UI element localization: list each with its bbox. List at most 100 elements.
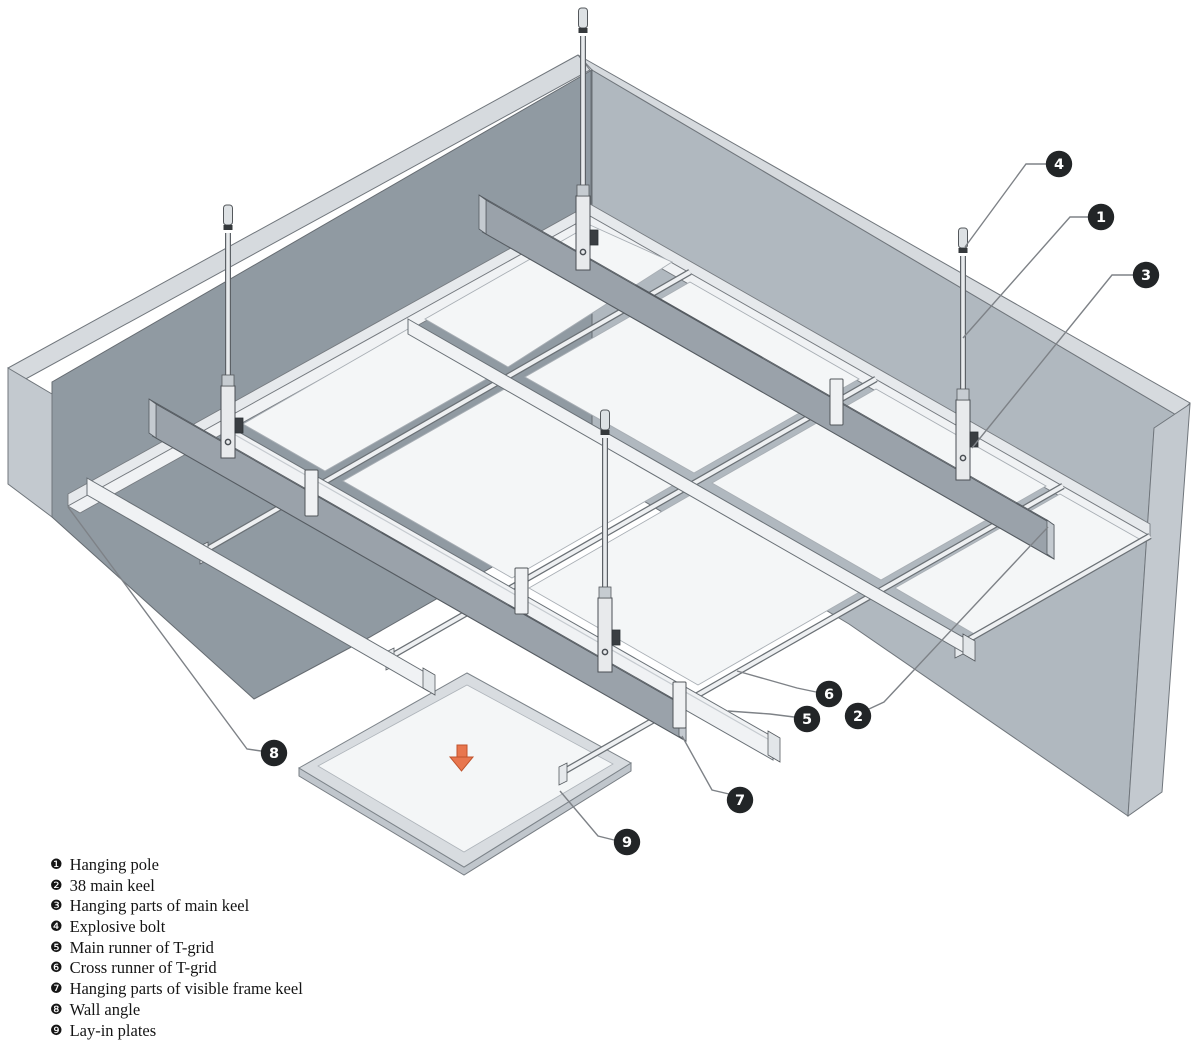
cross-runner bbox=[558, 483, 1065, 786]
leader-line-4 bbox=[964, 163, 1046, 248]
legend-label-3: Hanging parts of main keel bbox=[69, 896, 250, 916]
callout-5: 5 bbox=[793, 705, 821, 733]
legend-label-8: Wall angle bbox=[69, 999, 141, 1019]
legend-badge-2-icon: ❷ bbox=[50, 877, 63, 894]
hanger-hole bbox=[601, 648, 609, 656]
main-keel bbox=[148, 398, 687, 742]
explosive-bolt bbox=[223, 204, 233, 226]
legend-item: ❺ Main runner of T-grid bbox=[50, 938, 303, 959]
legend-badge-9-icon: ❾ bbox=[50, 1022, 63, 1039]
leader-line-8 bbox=[67, 506, 262, 752]
hanging-poles bbox=[221, 7, 970, 599]
pole-collar bbox=[576, 184, 590, 197]
install-direction-arrow-icon bbox=[448, 744, 475, 772]
left-wall-end-cap bbox=[7, 367, 53, 518]
pole-collar bbox=[598, 586, 612, 599]
hanging-pole bbox=[221, 204, 235, 387]
callout-4-number: 4 bbox=[1054, 157, 1064, 173]
ceiling-panel bbox=[524, 281, 860, 474]
main-runner bbox=[407, 318, 976, 662]
legend-label-5: Main runner of T-grid bbox=[69, 937, 214, 957]
leader-line-7 bbox=[681, 735, 730, 795]
callout-9: 9 bbox=[613, 828, 641, 856]
hanging-pole bbox=[598, 409, 612, 599]
legend-item: ❸ Hanging parts of main keel bbox=[50, 896, 303, 917]
main-runner-end-tab bbox=[422, 667, 436, 696]
main-runner bbox=[86, 477, 436, 696]
legend-item: ❹ Explosive bolt bbox=[50, 917, 303, 938]
hanger-hole bbox=[579, 248, 587, 256]
legend-label-9: Lay-in plates bbox=[69, 1020, 157, 1040]
callout-2-number: 2 bbox=[853, 709, 863, 725]
callout-4: 4 bbox=[1045, 150, 1073, 178]
main-keel bbox=[478, 194, 1055, 560]
legend: ❶ Hanging pole ❷ 38 main keel ❸ Hanging par… bbox=[50, 855, 303, 1041]
callout-3: 3 bbox=[1132, 261, 1160, 289]
leader-line-3 bbox=[971, 274, 1133, 449]
callout-8: 8 bbox=[260, 739, 288, 767]
frame-keel-clip bbox=[672, 681, 687, 729]
ceiling-panel bbox=[711, 388, 1047, 581]
leader-line-5 bbox=[727, 710, 795, 718]
callout-3-number: 3 bbox=[1141, 268, 1151, 284]
legend-badge-5-icon: ❺ bbox=[50, 939, 63, 956]
leader-lines bbox=[67, 163, 1133, 841]
callout-2: 2 bbox=[844, 702, 872, 730]
callout-7-number: 7 bbox=[735, 793, 745, 809]
explosive-bolt bbox=[600, 409, 610, 431]
leader-line-1 bbox=[962, 216, 1088, 339]
frame-keel-clip bbox=[514, 567, 529, 615]
hanger-hook bbox=[589, 229, 599, 246]
legend-badge-7-icon: ❼ bbox=[50, 981, 63, 998]
keel-hanger bbox=[597, 597, 621, 673]
callout-8-number: 8 bbox=[269, 746, 279, 762]
hanger-hook bbox=[611, 629, 621, 646]
leader-line-6 bbox=[736, 670, 817, 693]
legend-badge-6-icon: ❻ bbox=[50, 960, 63, 977]
ceiling-panel bbox=[424, 224, 673, 368]
legend-item: ❷ 38 main keel bbox=[50, 876, 303, 897]
legend-item: ❾ Lay-in plates bbox=[50, 1021, 303, 1042]
legend-label-1: Hanging pole bbox=[69, 855, 159, 874]
legend-label-4: Explosive bolt bbox=[69, 917, 166, 937]
keel-hanger bbox=[575, 195, 599, 271]
callout-6: 6 bbox=[815, 680, 843, 708]
callouts: 1 2 3 4 5 6 7 8 bbox=[260, 150, 1160, 856]
callout-7: 7 bbox=[726, 786, 754, 814]
hanging-pole bbox=[576, 7, 590, 197]
main-runner-end-tab bbox=[767, 730, 781, 763]
hanger-hole bbox=[959, 454, 967, 462]
main-keels bbox=[148, 194, 1055, 742]
legend-label-7: Hanging parts of visible frame keel bbox=[69, 979, 303, 999]
hanger-hole bbox=[224, 438, 232, 446]
callout-9-number: 9 bbox=[622, 835, 632, 851]
leader-line-2 bbox=[868, 526, 1049, 710]
keel-end-face bbox=[478, 194, 487, 235]
legend-label-2: 38 main keel bbox=[69, 875, 155, 895]
legend-item: ❼ Hanging parts of visible frame keel bbox=[50, 979, 303, 1000]
callout-1: 1 bbox=[1087, 203, 1115, 231]
callout-6-number: 6 bbox=[824, 687, 834, 703]
main-runners bbox=[86, 318, 976, 763]
ceiling-panels bbox=[242, 224, 1142, 686]
explosive-bolt bbox=[578, 7, 588, 29]
cross-runner-end-tab bbox=[558, 762, 568, 786]
hanger-hook bbox=[234, 417, 244, 434]
legend-item: ❶ Hanging pole bbox=[50, 855, 303, 876]
legend-label-6: Cross runner of T-grid bbox=[69, 958, 217, 978]
pole-collar bbox=[956, 388, 970, 401]
legend-badge-3-icon: ❸ bbox=[50, 898, 63, 915]
keel-hanger bbox=[220, 385, 244, 459]
legend-badge-1-icon: ❶ bbox=[50, 857, 63, 873]
pole-collar bbox=[221, 374, 235, 387]
lay-in-plate-surface bbox=[317, 684, 614, 853]
hanging-pole bbox=[956, 227, 970, 401]
callout-1-number: 1 bbox=[1096, 210, 1106, 226]
legend-badge-4-icon: ❹ bbox=[50, 919, 63, 936]
keel-end-face bbox=[148, 398, 157, 439]
leader-line-9 bbox=[559, 790, 615, 841]
frame-keel-clip bbox=[304, 469, 319, 517]
